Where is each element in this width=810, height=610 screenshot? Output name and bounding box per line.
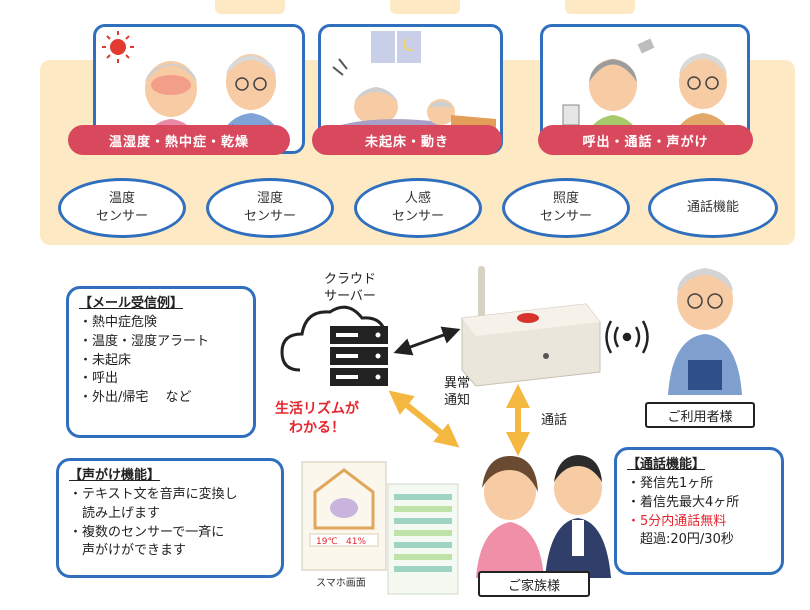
scene-label-heat: 温湿度・熱中症・乾燥: [68, 125, 290, 155]
mail-item: ・熱中症危険: [79, 314, 158, 330]
panel-tab-stub: [390, 0, 460, 14]
voice-item: ・複数のセンサーで一斉に 声がけができます: [69, 524, 225, 559]
sun-icon: [102, 31, 134, 63]
call-function-box: 【通話機能】 ・発信先1ヶ所 ・着信先最大4ヶ所 ・5分内通話無料 超過:20円…: [614, 447, 784, 575]
mail-item: ・温度・湿度アラート: [79, 333, 210, 349]
call-label: 通話: [540, 413, 567, 428]
family-icon: [476, 455, 611, 578]
signal-waves-icon: [605, 320, 649, 354]
cloud-device-arrow: [393, 326, 461, 356]
voice-item: ・テキスト文を音声に変換し 読み上げます: [69, 486, 238, 521]
voice-function-box: 【声がけ機能】 ・テキスト文を音声に変換し 読み上げます ・複数のセンサーで一斉…: [56, 458, 284, 578]
mail-box-title: 【メール受信例】: [79, 296, 184, 311]
voice-box-title: 【声がけ機能】: [69, 468, 161, 483]
sensor-humidity: 湿度 センサー: [206, 178, 334, 238]
call-item: ・着信先最大4ヶ所: [627, 494, 740, 510]
call-item: 超過:20円/30秒: [627, 532, 734, 548]
mail-item: ・呼出: [79, 371, 119, 387]
phone-screen-value-2: 41%: [346, 537, 366, 547]
user-label: ご利用者様: [645, 402, 755, 428]
sensor-temperature: 温度 センサー: [58, 178, 186, 238]
window-moon-icon: [371, 31, 421, 63]
call-item: ・発信先1ヶ所: [627, 475, 714, 491]
sensor-motion: 人感 センサー: [354, 178, 482, 238]
phone-screens-icon: 19℃ 41%: [301, 461, 459, 595]
panel-tab-stub: [565, 0, 635, 14]
phone-screen-caption: スマホ画面: [316, 578, 366, 589]
sensor-illuminance: 照度 センサー: [502, 178, 630, 238]
scene-label-sleep: 未起床・動き: [312, 125, 502, 155]
scene-label-call: 呼出・通話・声がけ: [538, 125, 753, 155]
panel-tab-stub: [215, 0, 285, 14]
sensor-device-icon: [461, 266, 601, 387]
mail-example-box: 【メール受信例】 ・熱中症危険 ・温度・湿度アラート ・未起床 ・呼出 ・外出/…: [66, 286, 256, 438]
anomaly-notification-label: 異常 通知: [443, 376, 470, 408]
sensor-call-function: 通話機能: [648, 178, 778, 238]
cloud-server-label: クラウド サーバー: [323, 272, 376, 304]
cloud-family-arrow: [388, 390, 460, 448]
mail-item: ・外出/帰宅 など: [79, 390, 192, 406]
family-label: ご家族様: [478, 571, 590, 597]
call-item-free: ・5分内通話無料: [627, 513, 727, 529]
mail-item: ・未起床: [79, 352, 132, 368]
call-box-title: 【通話機能】: [627, 457, 706, 472]
elderly-user-icon: [668, 268, 742, 395]
cloud-server-icon: [280, 305, 388, 386]
phone-screen-value-1: 19℃: [316, 537, 338, 547]
life-rhythm-label: 生活リズムが わかる！: [275, 401, 359, 436]
